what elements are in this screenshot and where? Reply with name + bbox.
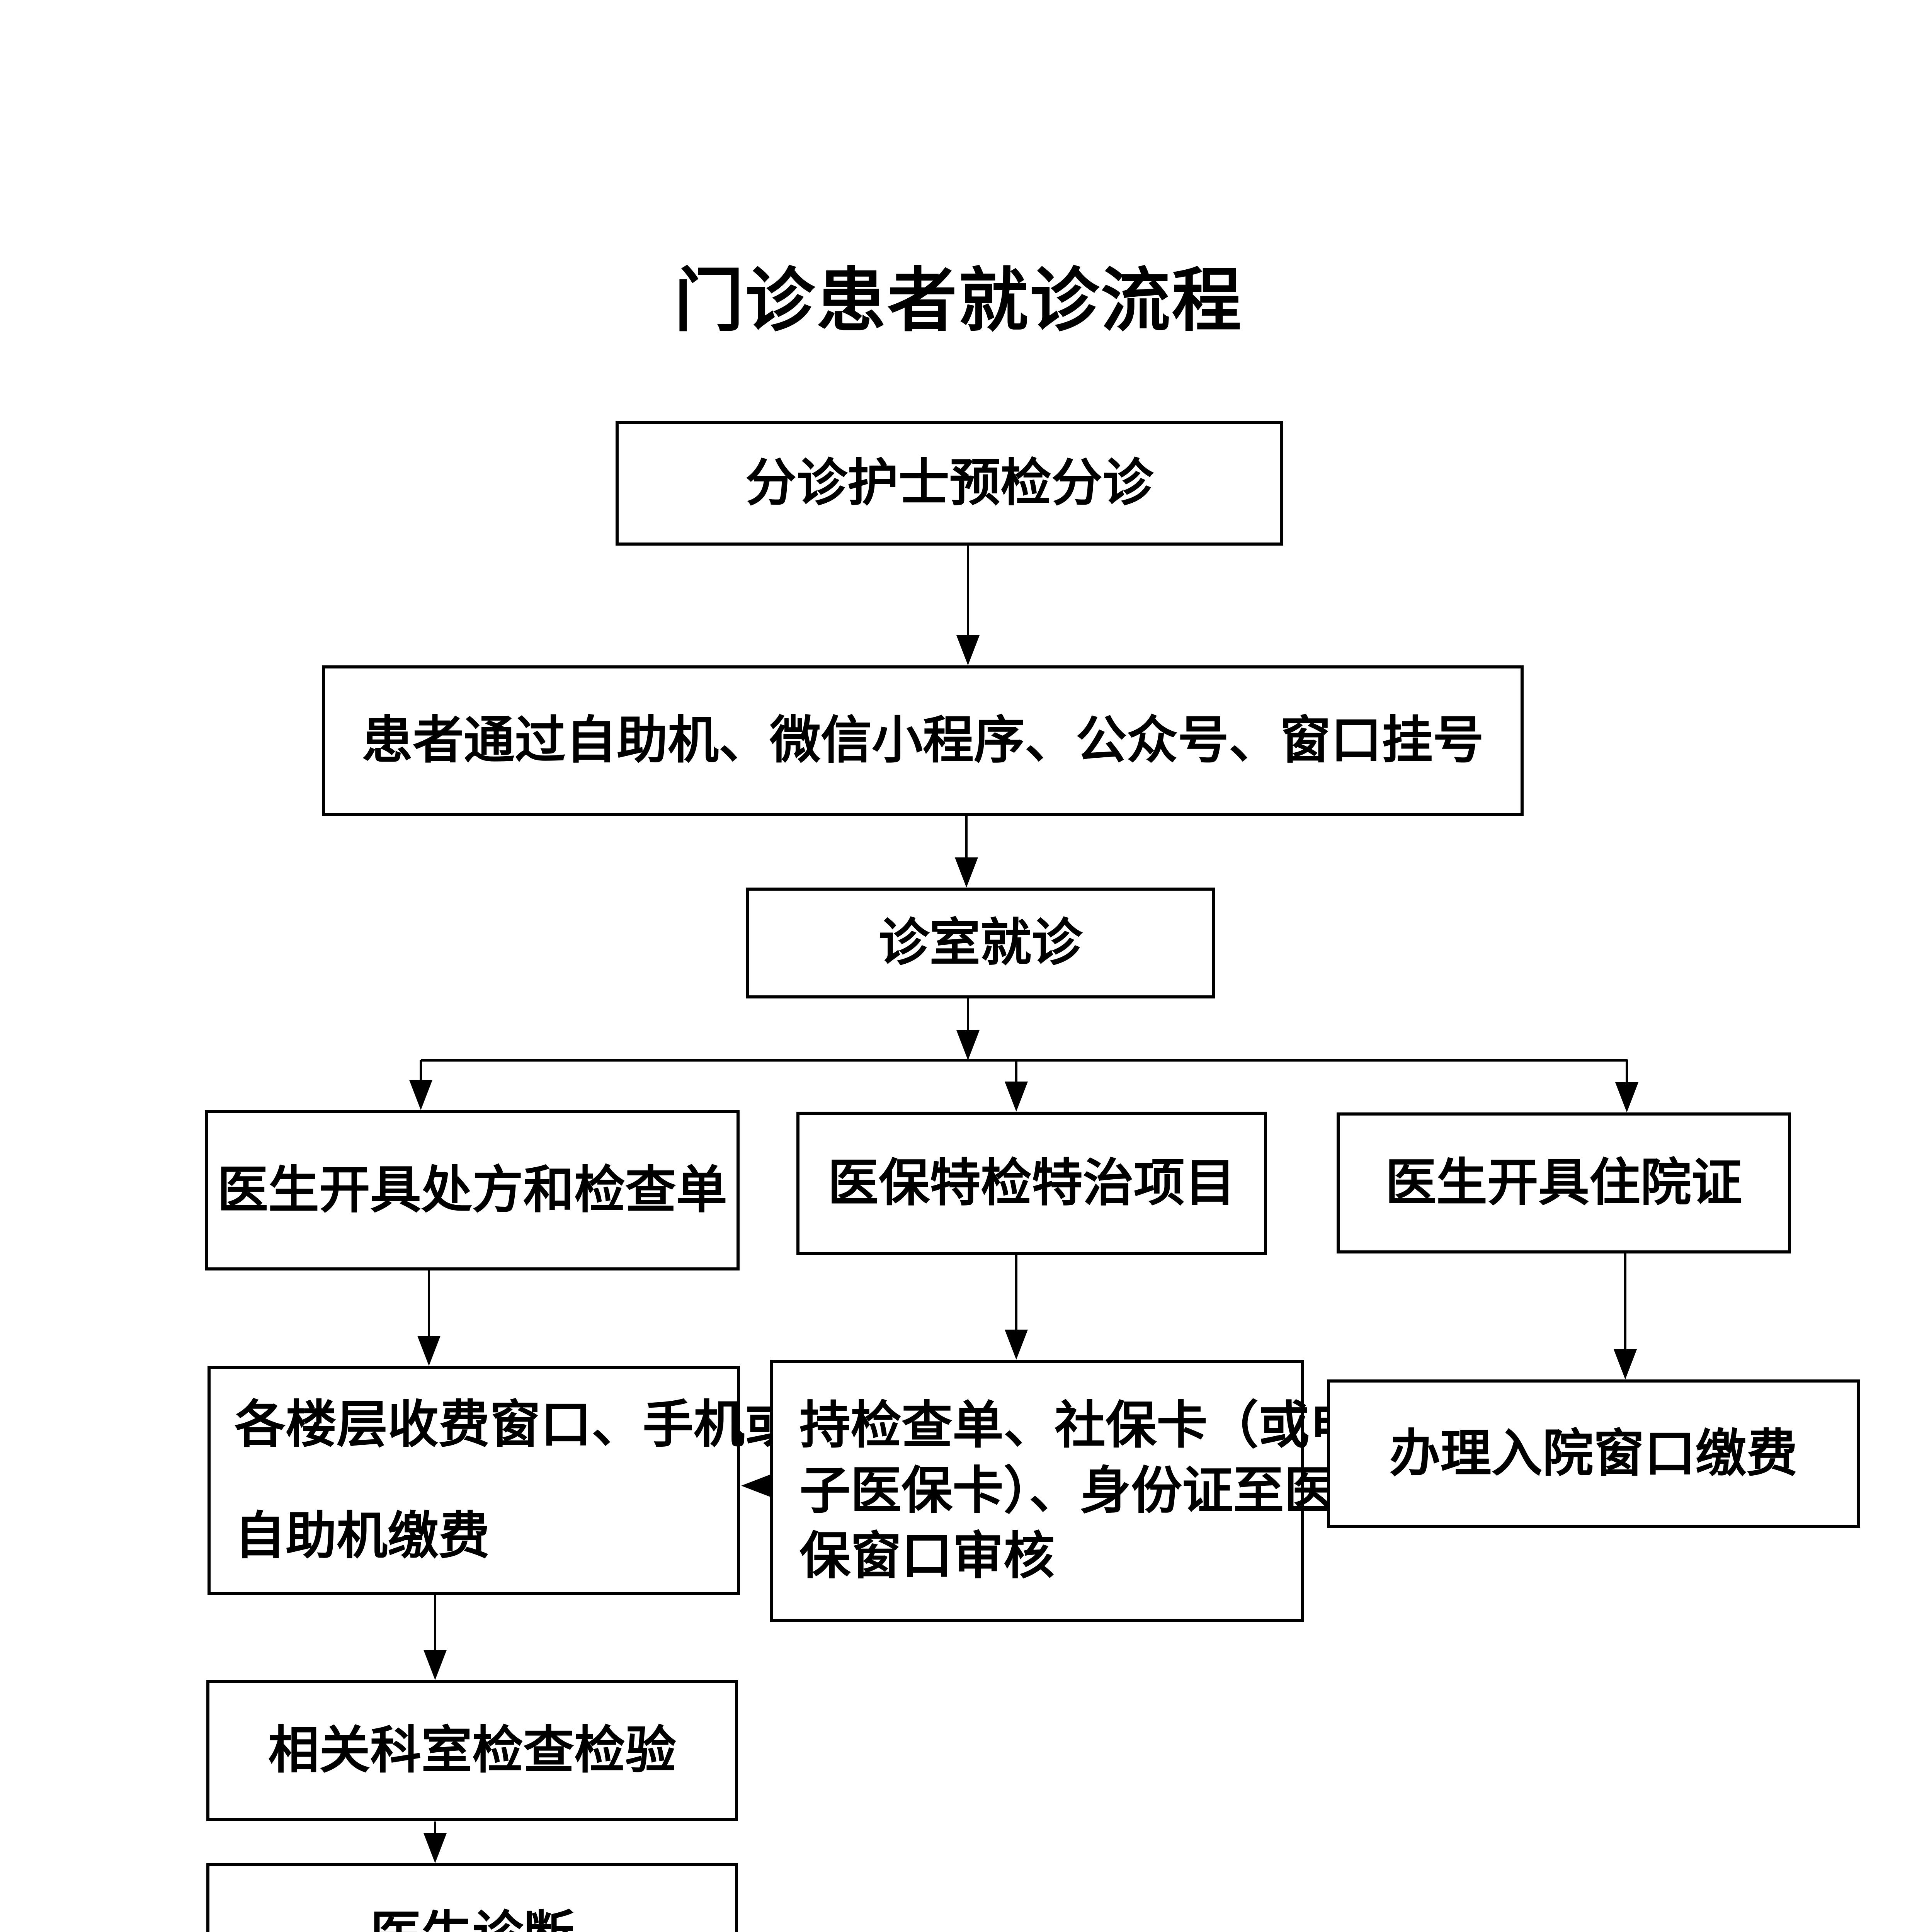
flow-node-triage: 分诊护士预检分诊 xyxy=(616,421,1283,546)
flow-node-prescription: 医生开具处方和检查单 xyxy=(205,1110,740,1270)
flow-node-insurance-review-line1: 持检查单、社保卡（或电 xyxy=(799,1397,1361,1454)
flow-node-consult-label: 诊室就诊 xyxy=(878,914,1082,971)
flow-node-payment-line2: 自助机缴费 xyxy=(235,1507,490,1565)
flow-node-register-label: 患者通过自助机、微信小程序、公众号、窗口挂号 xyxy=(362,712,1484,769)
flow-node-payment-line1: 各楼层收费窗口、手机或 xyxy=(235,1396,796,1453)
flow-node-insurance-review-line2: 子医保卡）、身份证至医 xyxy=(799,1463,1335,1519)
arrow-special-items-to-insurance-review xyxy=(1005,1255,1028,1360)
flow-node-triage-label: 分诊护士预检分诊 xyxy=(745,455,1153,512)
flow-node-insurance-review-line3: 保窗口审核 xyxy=(799,1528,1055,1585)
flow-node-special-items-label: 医保特检特治项目 xyxy=(828,1155,1236,1212)
arrow-rail-to-prescription xyxy=(409,1060,432,1110)
flow-node-admission-pay: 办理入院窗口缴费 xyxy=(1327,1379,1860,1528)
flow-node-register: 患者通过自助机、微信小程序、公众号、窗口挂号 xyxy=(322,665,1524,816)
flow-node-payment: 各楼层收费窗口、手机或 自助机缴费 xyxy=(208,1366,796,1595)
arrow-payment-to-exam xyxy=(424,1595,447,1680)
flow-node-diagnosis: 医生诊断 xyxy=(206,1863,738,1932)
arrow-triage-to-register xyxy=(956,546,980,665)
flow-node-admission-cert-label: 医生开具住院证 xyxy=(1385,1154,1742,1211)
flow-node-special-items: 医保特检特治项目 xyxy=(796,1112,1267,1255)
arrow-prescription-to-payment xyxy=(417,1270,441,1366)
arrow-consult-to-rail xyxy=(956,998,980,1060)
arrow-rail-to-admission-cert xyxy=(1615,1060,1638,1112)
flow-node-prescription-label: 医生开具处方和检查单 xyxy=(217,1162,727,1219)
flow-node-consult: 诊室就诊 xyxy=(746,888,1215,998)
page-title: 门诊患者就诊流程 xyxy=(674,263,1243,340)
arrow-admission-cert-to-admission-pay xyxy=(1614,1253,1637,1379)
arrow-register-to-consult xyxy=(955,815,978,888)
flow-node-exam: 相关科室检查检验 xyxy=(206,1680,738,1821)
flow-node-admission-pay-label: 办理入院窗口缴费 xyxy=(1389,1425,1798,1482)
arrow-rail-to-special-items xyxy=(1005,1060,1028,1112)
arrow-exam-to-diagnosis xyxy=(424,1821,447,1863)
flow-node-insurance-review: 持检查单、社保卡（或电 子医保卡）、身份证至医 保窗口审核 xyxy=(770,1360,1361,1622)
flow-node-admission-cert: 医生开具住院证 xyxy=(1337,1112,1791,1253)
flow-node-exam-label: 相关科室检查检验 xyxy=(268,1722,676,1779)
flow-node-diagnosis-label: 医生诊断 xyxy=(370,1901,574,1932)
